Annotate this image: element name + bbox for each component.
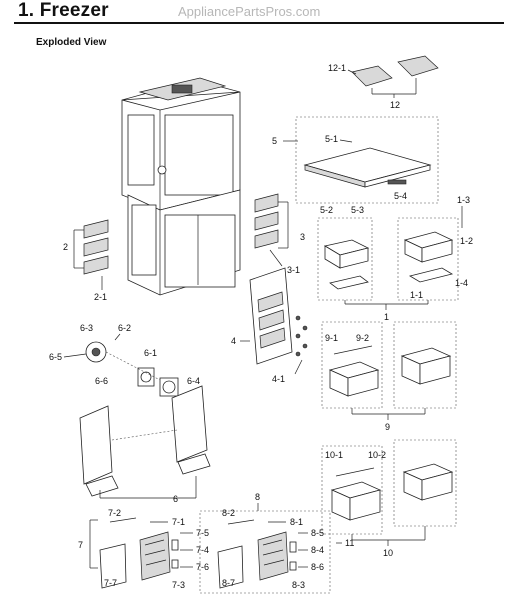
callout-6-3: 6-3 xyxy=(80,323,93,333)
callout-8-2: 8-2 xyxy=(222,508,235,518)
callout-7-7: 7-7 xyxy=(104,578,117,588)
part-1-drawer-left[interactable] xyxy=(323,239,370,290)
callout-1-3: 1-3 xyxy=(457,195,470,205)
callout-12-1: 12-1 xyxy=(328,63,346,73)
part-1-drawer-right[interactable] xyxy=(403,231,454,283)
callout-8: 8 xyxy=(255,492,260,502)
part-8-box xyxy=(199,510,331,594)
callout-3: 3 xyxy=(300,232,305,242)
callout-7-1: 7-1 xyxy=(172,517,185,527)
part-2-racks[interactable] xyxy=(83,219,109,275)
part-5-box xyxy=(295,116,439,204)
callout-10-1: 10-1 xyxy=(325,450,343,460)
callout-5-1: 5-1 xyxy=(325,134,338,144)
part-10-box-right xyxy=(393,439,457,527)
callout-8-7: 8-7 xyxy=(222,578,235,588)
page-header: 1. Freezer AppliancePartsPros.com xyxy=(0,0,515,24)
callout-7-3: 7-3 xyxy=(172,580,185,590)
diagram-subtitle: Exploded View xyxy=(36,37,107,48)
part-7-ice-maker[interactable] xyxy=(99,517,179,589)
callout-8-1: 8-1 xyxy=(290,517,303,527)
callout-2-1: 2-1 xyxy=(94,292,107,302)
part-5-shelf[interactable] xyxy=(303,147,432,188)
callout-9-2: 9-2 xyxy=(356,333,369,343)
callout-5-3: 5-3 xyxy=(351,205,364,215)
callout-6-5: 6-5 xyxy=(49,352,62,362)
callout-7: 7 xyxy=(78,540,83,550)
callout-5-4: 5-4 xyxy=(394,191,407,201)
callout-7-2: 7-2 xyxy=(108,508,121,518)
callout-7-6: 7-6 xyxy=(196,562,209,572)
callout-6-1: 6-1 xyxy=(144,348,157,358)
callout-3-1: 3-1 xyxy=(287,265,300,275)
callout-2: 2 xyxy=(63,242,68,252)
callout-4-1: 4-1 xyxy=(272,374,285,384)
callout-7-4: 7-4 xyxy=(196,545,209,555)
callout-6-4: 6-4 xyxy=(187,376,200,386)
callout-10: 10 xyxy=(383,548,393,558)
part-9-box-right xyxy=(393,321,457,409)
callout-1-1: 1-1 xyxy=(410,290,423,300)
brand-watermark: AppliancePartsPros.com xyxy=(178,4,321,19)
callout-9: 9 xyxy=(385,422,390,432)
callout-6-2: 6-2 xyxy=(118,323,131,333)
callout-1: 1 xyxy=(384,312,389,322)
part-3-racks[interactable] xyxy=(254,193,279,249)
callout-10-2: 10-2 xyxy=(368,450,386,460)
part-12-cover[interactable] xyxy=(347,55,439,98)
callout-9-1: 9-1 xyxy=(325,333,338,343)
part-8-ice-maker[interactable] xyxy=(217,519,297,589)
callout-8-6: 8-6 xyxy=(311,562,324,572)
callout-7-5: 7-5 xyxy=(196,528,209,538)
callout-1-4: 1-4 xyxy=(455,278,468,288)
page-title: 1. Freezer xyxy=(18,0,109,21)
part-6-fan-motor[interactable] xyxy=(85,341,179,397)
callout-12: 12 xyxy=(390,100,400,110)
freezer-cabinet[interactable] xyxy=(121,77,241,296)
part-6-fan-covers[interactable] xyxy=(79,385,211,497)
callout-11: 11 xyxy=(345,538,354,548)
callout-1-2: 1-2 xyxy=(460,236,473,246)
part-10-drawers[interactable] xyxy=(330,463,454,521)
callout-6: 6 xyxy=(173,494,178,504)
callout-5-2: 5-2 xyxy=(320,205,333,215)
callout-8-3: 8-3 xyxy=(292,580,305,590)
title-underline xyxy=(14,22,504,24)
callout-5: 5 xyxy=(272,136,277,146)
callout-6-6: 6-6 xyxy=(95,376,108,386)
callout-4: 4 xyxy=(231,336,236,346)
part-9-drawers[interactable] xyxy=(328,345,452,397)
callout-8-4: 8-4 xyxy=(311,545,324,555)
callout-8-5: 8-5 xyxy=(311,528,324,538)
part-4-cover[interactable] xyxy=(249,267,308,365)
